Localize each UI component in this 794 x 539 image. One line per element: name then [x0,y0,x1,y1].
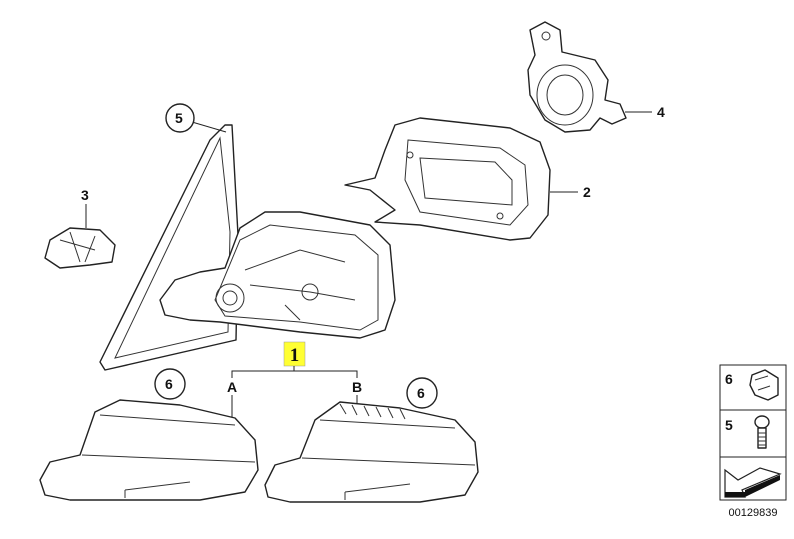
variant-b-label: B [352,379,362,395]
callout-5: 5 [175,110,183,126]
diagram-number: 00129839 [729,507,778,519]
part-1-drawing [159,211,396,339]
callout-3: 3 [81,187,89,203]
variant-a-label: A [227,379,237,395]
direction-arrow-icon [724,467,782,498]
legend-number-5: 5 [725,417,733,433]
part-3-drawing [44,227,116,269]
callout-5-circle [165,103,195,133]
callout-4: 4 [657,104,665,120]
legend-number-6: 6 [725,371,733,387]
callout-6-left: 6 [165,376,173,392]
part-6b-drawing [264,401,479,503]
clip-icon [749,369,779,401]
part-6a-drawing [39,399,259,501]
callout-2: 2 [583,184,591,200]
callout-1: 1 [290,345,300,366]
callout-6-left-circle [154,368,186,400]
part-4-drawing [527,21,627,133]
part-5-drawing [99,124,239,371]
callout-6-right-circle [406,377,438,409]
part-2-drawing [344,117,551,241]
screw-icon [754,415,770,449]
callout-6-right: 6 [417,385,425,401]
legend-box: 6 5 [719,364,787,501]
